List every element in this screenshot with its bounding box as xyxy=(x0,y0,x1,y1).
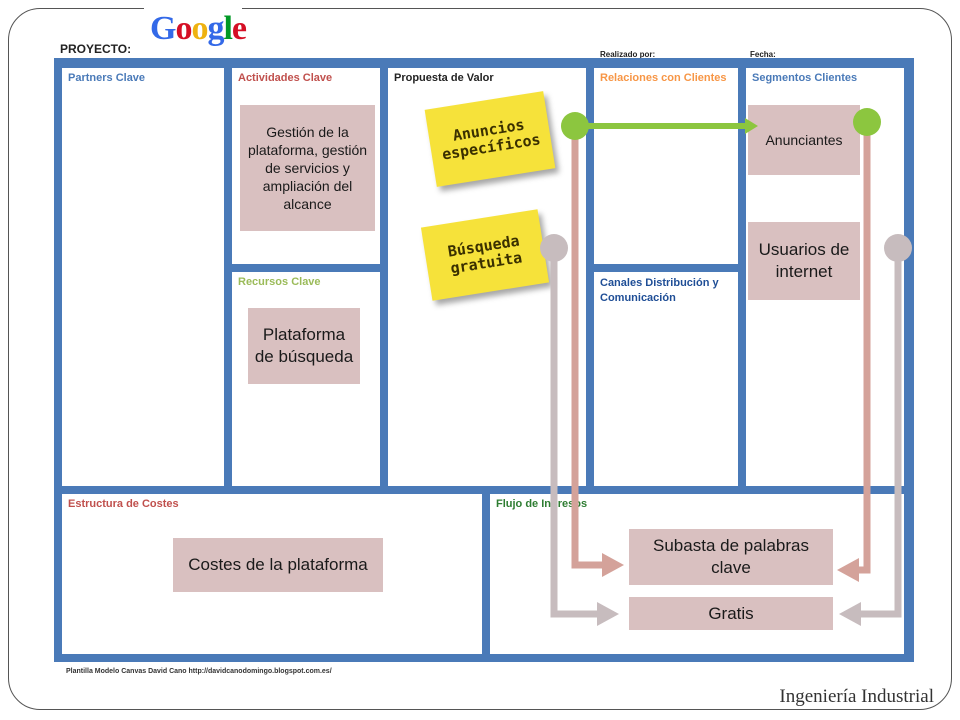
partners-title: Partners Clave xyxy=(68,72,146,84)
segmentos-note-usuarios: Usuarios de internet xyxy=(748,222,860,300)
logo-letter: o xyxy=(191,10,208,47)
canales-block: Canales Distribución y Comunicación xyxy=(594,272,738,486)
canales-title: Canales Distribución y Comunicación xyxy=(600,277,719,304)
realizado-label: Realizado por: xyxy=(600,50,656,59)
flujo-note-subasta: Subasta de palabras clave xyxy=(629,529,833,585)
propuesta-title: Propuesta de Valor xyxy=(394,72,494,84)
template-credit: Plantilla Modelo Canvas David Cano http:… xyxy=(66,668,332,675)
grey-path-right xyxy=(860,248,902,618)
project-label: PROYECTO: xyxy=(60,42,132,56)
grey-dot-propuesta xyxy=(540,234,568,262)
costes-note: Costes de la plataforma xyxy=(173,538,383,592)
logo-background xyxy=(144,0,242,20)
grey-arrowhead-right xyxy=(839,602,861,626)
green-dot-segmentos xyxy=(853,108,881,136)
rose-path-right xyxy=(856,124,871,574)
rose-arrowhead-left xyxy=(602,553,624,577)
partners-block: Partners Clave xyxy=(62,68,224,486)
logo-letter: g xyxy=(207,10,224,47)
google-logo: Google xyxy=(150,10,247,48)
segmentos-note-anunciantes: Anunciantes xyxy=(748,105,860,175)
grey-path-left xyxy=(550,248,600,618)
rose-path-left xyxy=(571,126,605,569)
relaciones-block: Relaciones con Clientes xyxy=(594,68,738,264)
logo-letter: e xyxy=(231,10,247,47)
recursos-title: Recursos Clave xyxy=(238,276,321,288)
actividades-note: Gestión de la plataforma, gestión de ser… xyxy=(240,105,375,231)
logo-letter: o xyxy=(175,10,192,47)
relaciones-title: Relaciones con Clientes xyxy=(600,72,727,84)
logo-letter: l xyxy=(223,10,233,47)
flujo-title: Flujo de Ingresos xyxy=(496,498,588,510)
fecha-label: Fecha: xyxy=(750,50,776,59)
grey-arrowhead-left xyxy=(597,602,619,626)
grey-dot-segmentos xyxy=(884,234,912,262)
rose-arrowhead-right xyxy=(837,558,859,582)
flujo-note-gratis: Gratis xyxy=(629,597,833,630)
costes-title: Estructura de Costes xyxy=(68,498,179,510)
recursos-note: Plataforma de búsqueda xyxy=(248,308,360,384)
logo-letter: G xyxy=(150,10,176,47)
actividades-title: Actividades Clave xyxy=(238,72,333,84)
brand-label: Ingeniería Industrial xyxy=(779,686,934,707)
segmentos-title: Segmentos Clientes xyxy=(752,72,858,84)
green-arrowhead xyxy=(745,118,758,134)
green-dot-propuesta xyxy=(561,112,589,140)
